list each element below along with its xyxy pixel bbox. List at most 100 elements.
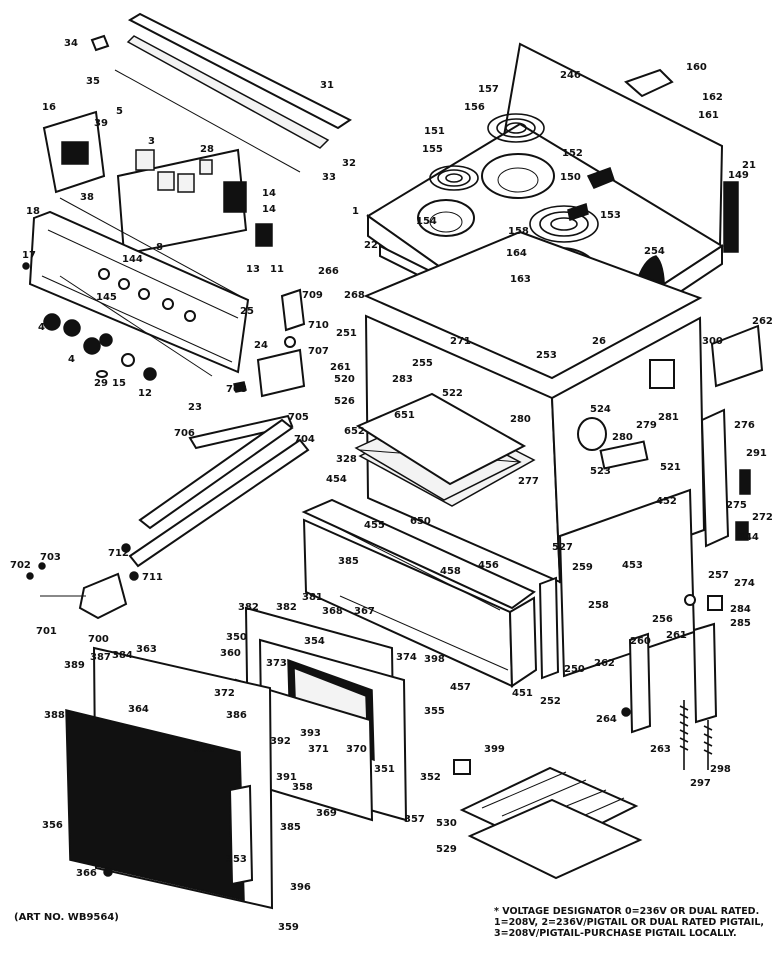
voltage-designator-note: * VOLTAGE DESIGNATOR 0=236V OR DUAL RATE… [494,906,778,939]
part-4-knob[interactable] [43,313,61,331]
part-29-insert[interactable] [96,370,108,378]
part-3-switch-b[interactable] [157,171,175,191]
part-708[interactable] [233,381,247,393]
part-4-knob[interactable] [99,333,113,347]
part-298-spring[interactable] [703,720,713,770]
callout-373: 373 [266,658,287,669]
part-523-light[interactable] [577,417,607,451]
part-155-surface-unit-small[interactable] [429,165,479,191]
part-272-lock[interactable] [735,521,749,541]
part-706-latch-arm[interactable] [188,414,294,450]
part-153-receptacle[interactable] [567,203,589,221]
part-353-door-trim[interactable] [228,784,254,886]
part-703-screw[interactable] [38,562,46,570]
part-3-switch[interactable] [135,149,155,171]
part-261-hinge[interactable] [692,622,718,724]
callout-276: 276 [734,420,755,431]
part-17-screw[interactable] [22,262,30,270]
part-13-bracket[interactable] [116,148,248,256]
callout-272: 272 [752,512,773,523]
part-709-switch[interactable] [280,288,306,332]
callout-31: 31 [320,80,334,91]
part-156-surface-unit[interactable] [487,113,545,143]
callout-156: 156 [464,102,485,113]
part-152-receptacle[interactable] [586,167,615,189]
part-300-bracket[interactable] [710,324,764,388]
part-707-latch[interactable] [256,348,306,398]
part-3-switch-c[interactable] [177,173,195,193]
part-399[interactable] [453,759,471,775]
part-12-knob[interactable] [143,367,157,381]
callout-398: 398 [424,654,445,665]
callout-390: 390 [194,744,215,755]
callout-351: 351 [374,764,395,775]
part-291-lock[interactable] [739,469,751,495]
callout-labels: 34 31 35 16 5 39 3 32 33 28 38 14 14 13 … [10,38,773,933]
part-700-hinge[interactable] [78,572,128,620]
callout-710: 710 [308,320,329,331]
callout-11: 11 [270,264,284,275]
part-160-bracket[interactable] [624,68,674,98]
part-455-door-handle[interactable] [301,498,536,610]
part-150-drip-pan[interactable] [481,153,555,199]
callout-359: 359 [278,922,299,933]
part-4-knob[interactable] [83,337,101,355]
callout-25: 25 [240,306,254,317]
callout-258: 258 [588,600,609,611]
part-33-rod[interactable] [114,69,301,173]
part-297-spring[interactable] [679,700,689,770]
part-252-hinge[interactable] [538,576,560,680]
part-260-hinge[interactable] [628,632,652,734]
callout-16: 16 [42,102,56,113]
part-264-screw[interactable] [621,707,631,717]
callout-277: 277 [518,476,539,487]
part-710[interactable] [284,336,296,348]
callout-381: 381 [302,592,323,603]
callout-160: 160 [686,62,707,73]
part-11-terminal[interactable] [255,223,273,247]
part-521-terminal-block[interactable] [599,440,649,470]
part-31-top-trim[interactable] [127,12,352,130]
part-702-screw[interactable] [26,572,34,580]
callout-153: 153 [600,210,621,221]
callout-388: 388 [44,710,65,721]
part-281-box[interactable] [649,359,675,389]
callout-22: 22 [364,240,378,251]
callout-252: 252 [540,696,561,707]
callout-526: 526 [334,396,355,407]
part-275-side-panel[interactable] [700,408,730,548]
callout-262: 262 [752,316,773,327]
callout-264: 264 [596,714,617,725]
part-4-knob[interactable] [63,319,81,337]
part-15-knob[interactable] [121,353,135,367]
callout-280a: 280 [510,414,531,425]
part-28-clip[interactable] [199,159,213,175]
part-704-slide[interactable] [128,438,310,568]
part-711-screw[interactable] [129,571,139,581]
part-149-insulation[interactable] [723,181,739,253]
part-356-door-glass[interactable] [65,709,245,901]
part-25-rod[interactable] [59,197,241,297]
callout-260: 260 [630,636,651,647]
knobs-group [22,262,157,381]
part-705-slide[interactable] [138,418,294,530]
callout-268: 268 [344,290,365,301]
part-451-door-side[interactable] [508,596,538,688]
callout-366: 366 [76,868,97,879]
part-158-surface-unit-large[interactable] [529,205,599,243]
part-712-screw[interactable] [121,543,131,553]
part-14-relay[interactable] [223,181,247,213]
part-34-clip[interactable] [90,34,110,52]
part-366-screw[interactable] [103,867,113,877]
part-652-broil-element[interactable] [355,392,527,486]
callout-705: 705 [288,412,309,423]
part-23-rod[interactable] [59,275,213,377]
part-529-broiler-pan[interactable] [467,798,643,880]
part-284[interactable] [707,595,723,611]
callout-387: 387 [90,652,111,663]
part-32-trim-strip[interactable] [126,35,330,149]
callout-386: 386 [226,710,247,721]
callout-703: 703 [40,552,61,563]
part-258-foot[interactable] [684,594,696,606]
callout-250: 250 [564,664,585,675]
